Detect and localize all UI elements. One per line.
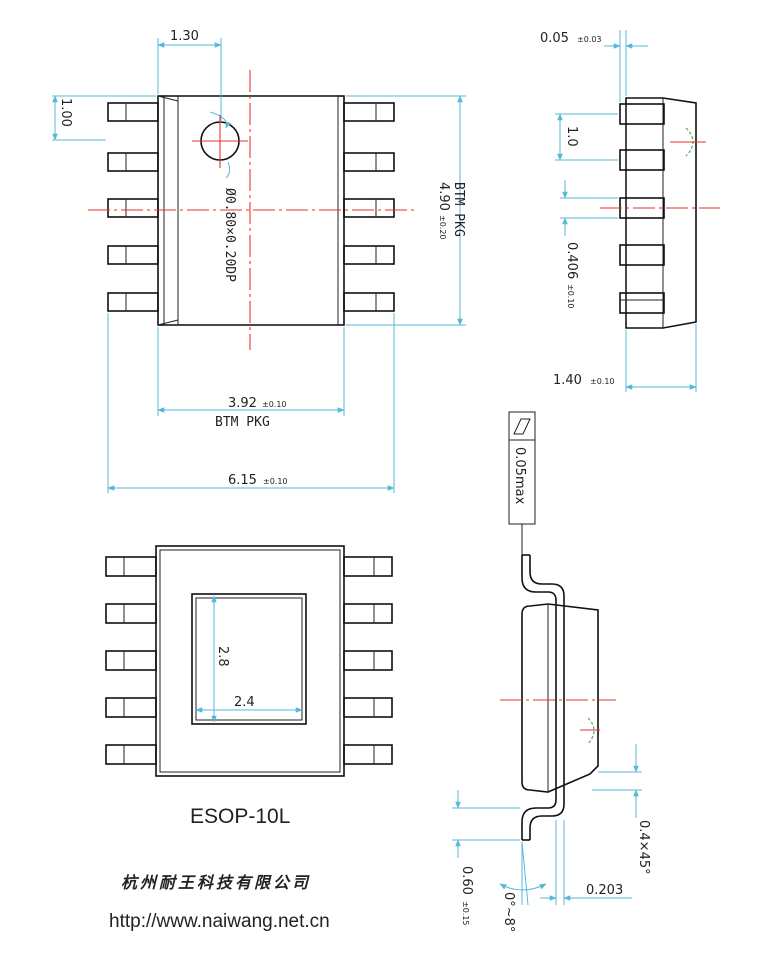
dim-angle-label: 0°~8°	[501, 892, 516, 932]
front-view-dimensions	[452, 744, 642, 906]
top-view-right-leads	[343, 102, 395, 312]
dim-lead-thickness-label: 0.203	[586, 883, 623, 898]
bottom-view: 2.8 2.4	[105, 545, 393, 777]
pad-height-label: 2.8	[215, 646, 230, 667]
top-view-centerlines	[88, 70, 418, 350]
side-view-leads	[619, 103, 665, 314]
dim-body-width-note: BTM PKG	[215, 415, 270, 430]
dim-chamfer-label: 0.4×45°	[636, 820, 651, 875]
pin1-mark-label: Ø0.80×0.20DP	[222, 188, 237, 282]
dim-body-width-label: 3.92	[228, 396, 257, 411]
website-url: http://www.naiwang.net.cn	[109, 911, 330, 932]
dim-body-length-label: 4.90	[436, 182, 451, 211]
front-view-lead	[521, 554, 565, 841]
flatness-label: 0.05max	[512, 447, 527, 505]
dim-body-length-group: 4.90 ±0.20 BTM PKG	[436, 182, 466, 240]
dim-lead-width-label: 0.406	[564, 242, 579, 279]
dim-body-width-tol: ±0.10	[262, 400, 287, 409]
dim-standoff-tol: ±0.03	[577, 35, 602, 44]
dim-body-length-tol: ±0.20	[438, 215, 447, 240]
dim-height-tol: ±0.10	[590, 377, 615, 386]
dim-pitch-label: 1.00	[58, 98, 73, 127]
bottom-view-right-leads	[343, 556, 393, 765]
top-view-left-leads	[107, 102, 159, 312]
dim-foot-length-group: 0.60 ±0.15	[459, 866, 474, 926]
top-view-body	[157, 95, 345, 326]
dim-height-label: 1.40	[553, 373, 582, 388]
dim-total-width-label: 6.15	[228, 473, 257, 488]
flatness-box: 0.05max	[508, 411, 536, 555]
side-view: 0.05 ±0.03 1.0 0.406 ±0.10 1.40 ±0.10	[540, 30, 720, 392]
company-name: 杭州耐王科技有限公司	[121, 873, 311, 892]
bottom-view-left-leads	[105, 556, 157, 765]
side-dim-pitch-label: 1.0	[564, 126, 579, 147]
dim-foot-length-label: 0.60	[459, 866, 474, 895]
front-view: 0.05max	[452, 411, 651, 932]
top-view: 1.30 1.00 4.90 ±0.20 BTM PKG Ø0.80×0.20D…	[52, 29, 466, 493]
bottom-view-dimensions	[195, 595, 303, 723]
top-view-dimensions	[52, 38, 466, 493]
package-name: ESOP-10L	[190, 805, 290, 828]
dim-lead-offset-label: 1.30	[170, 29, 199, 44]
dim-standoff-label: 0.05	[540, 31, 569, 46]
pad-width-label: 2.4	[234, 695, 255, 710]
dim-lead-width-tol: ±0.10	[566, 284, 575, 309]
dim-lead-width-group: 0.406 ±0.10	[564, 242, 579, 309]
dim-body-length-note: BTM PKG	[451, 182, 466, 237]
side-view-dimensions	[555, 30, 697, 392]
dim-foot-length-tol: ±0.15	[461, 901, 470, 926]
front-view-body	[521, 603, 599, 793]
dim-total-width-tol: ±0.10	[263, 477, 288, 486]
